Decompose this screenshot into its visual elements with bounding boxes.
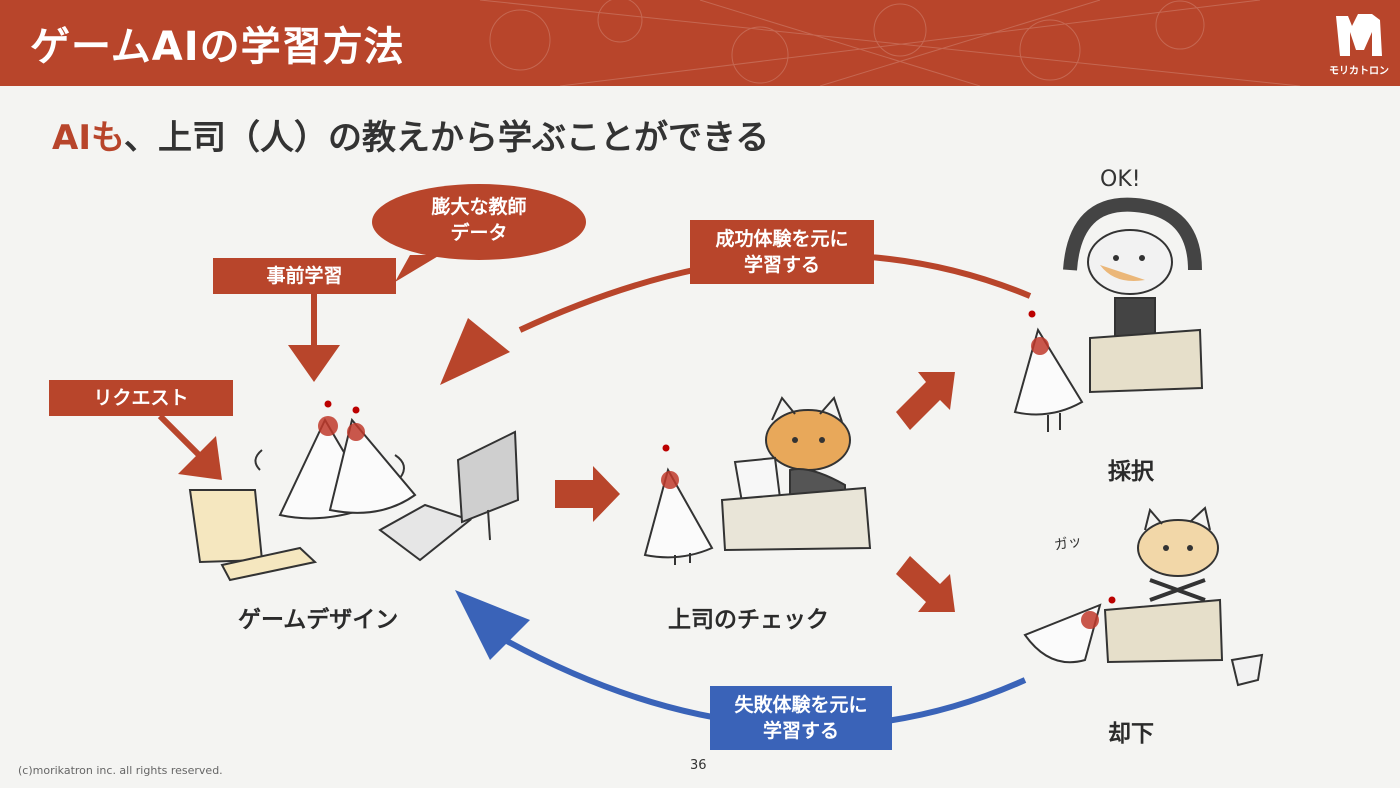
success-arrow-head xyxy=(440,318,510,385)
caption-game-design: ゲームデザイン xyxy=(238,607,399,633)
flow-arrow-up xyxy=(896,372,955,430)
document-icon xyxy=(188,489,264,564)
pretraining-text: 事前学習 xyxy=(266,265,343,287)
request-label: リクエスト xyxy=(49,380,233,416)
svg-text:ガッ: ガッ xyxy=(1053,533,1083,554)
failure-line-2: 学習する xyxy=(762,720,839,742)
failure-line-1: 失敗体験を元に xyxy=(734,694,868,716)
header-pattern xyxy=(479,0,1301,86)
copyright-footer: (c)morikatron inc. all rights reserved. xyxy=(18,764,223,777)
morikatron-logo: モリカトロン xyxy=(1328,10,1390,77)
teacher-data-line-2: データ xyxy=(450,222,508,244)
caption-adopt: 採択 xyxy=(1108,459,1154,485)
adopt-sketch: OK! xyxy=(1013,167,1204,432)
pretraining-arrow-head xyxy=(288,345,340,382)
header-band: ゲームAIの学習方法 モリカトロン xyxy=(0,0,1400,86)
game-design-sketch xyxy=(188,400,520,582)
flow-arrow-down xyxy=(896,556,955,612)
flow-arrow-right xyxy=(555,466,620,522)
bubble-tail xyxy=(395,255,440,282)
caption-boss-check: 上司のチェック xyxy=(668,607,829,633)
ok-text: OK! xyxy=(1100,167,1141,192)
subtitle-rest: 、上司（人）の教えから学ぶことができる xyxy=(123,118,770,158)
request-arrow-head xyxy=(178,436,222,480)
page-title: ゲームAIの学習方法 xyxy=(30,24,405,70)
cat-boss-icon xyxy=(765,409,851,471)
computer-icon xyxy=(456,430,520,524)
pretraining-label: 事前学習 xyxy=(213,258,396,294)
subtitle-accent: AIも xyxy=(52,118,124,158)
success-line-1: 成功体験を元に xyxy=(715,228,849,250)
request-text: リクエスト xyxy=(93,387,189,409)
teacher-data-bubble: 膨大な教師 データ xyxy=(372,184,586,260)
slide-subtitle: AIも、上司（人）の教えから学ぶことができる xyxy=(52,110,769,159)
desk-icon xyxy=(720,486,872,552)
success-label: 成功体験を元に 学習する xyxy=(690,220,874,284)
failure-label: 失敗体験を元に 学習する xyxy=(710,686,892,750)
morikatron-logo-icon xyxy=(1336,14,1382,56)
request-arrow xyxy=(157,413,203,459)
boss-check-sketch xyxy=(643,396,872,565)
success-line-2: 学習する xyxy=(743,254,820,276)
logo-text: モリカトロン xyxy=(1329,66,1389,77)
reject-sketch: ガッ xyxy=(1023,506,1264,687)
failure-arrow-head xyxy=(455,590,530,660)
page-number: 36 xyxy=(690,758,707,773)
caption-reject: 却下 xyxy=(1108,721,1154,747)
teacher-data-line-1: 膨大な教師 xyxy=(431,196,527,218)
